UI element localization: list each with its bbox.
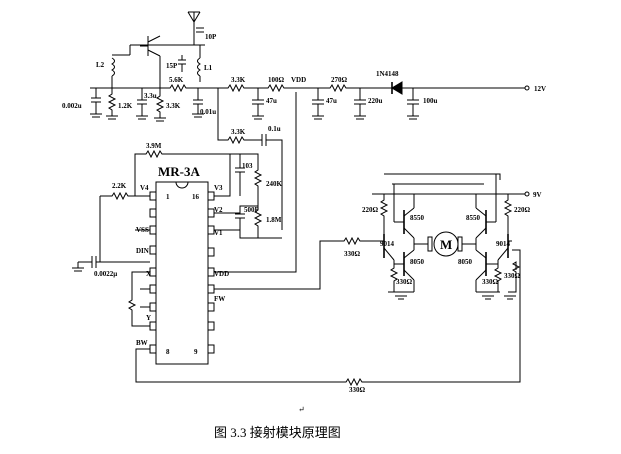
label-33k-b: 3.3K: [231, 128, 246, 136]
h-bridge-driver: 9V 220Ω 220Ω 8550 8550: [362, 173, 542, 300]
ic-pin8: 8: [166, 348, 170, 356]
capacitor-001u: [192, 88, 204, 118]
label-8050-r: 8050: [458, 258, 473, 266]
label-15p: 15P: [166, 62, 178, 70]
label-r330-er: 330Ω: [482, 278, 499, 286]
label-9014-l: 9014: [380, 240, 395, 248]
label-47u-b: 47u: [326, 97, 337, 105]
inductor-l2: [111, 54, 130, 88]
label-12v: 12V: [534, 85, 546, 93]
label-r330-in: 330Ω: [344, 250, 361, 258]
resistor-33k-a: [154, 88, 166, 122]
pin-label-bw: BW: [136, 339, 148, 347]
label-18m: 1.8M: [266, 216, 282, 224]
label-0002u: 0.002u: [62, 102, 82, 110]
pin-label-v1: V1: [214, 229, 223, 237]
pin-label-vdd: VDD: [214, 270, 229, 278]
label-33k-a: 3.3K: [166, 102, 181, 110]
label-33u: 3.3u: [144, 92, 157, 100]
label-9v: 9V: [533, 191, 542, 199]
label-01u-b: 0.1u: [268, 125, 281, 133]
resistor-18m: [253, 206, 263, 238]
pin-label-v2: V2: [214, 206, 223, 214]
label-9014-r: 9014: [496, 240, 511, 248]
label-47u-a: 47u: [266, 97, 277, 105]
rf-section: 10P L2 L1 15P: [62, 11, 546, 122]
terminal-12v: [524, 85, 530, 91]
label-240k: 240K: [266, 180, 283, 188]
label-l1: L1: [204, 64, 213, 72]
label-r330-r2: 330Ω: [504, 272, 521, 280]
ic-pin9: 9: [194, 348, 198, 356]
label-33k-c: 3.3K: [231, 76, 246, 84]
ic-pin16: 16: [192, 193, 200, 201]
resistor-240k: [240, 153, 263, 206]
transistor-9014-left: [380, 234, 395, 264]
label-r220-l: 220Ω: [362, 206, 379, 214]
transistor-8550-left: [393, 184, 415, 239]
label-8550-r: 8550: [466, 214, 481, 222]
pin-label-v3: V3: [214, 184, 223, 192]
label-r100: 100Ω: [268, 76, 285, 84]
label-l2: L2: [96, 61, 105, 69]
figure-caption: 图 3.3 接射模块原理图: [214, 425, 341, 440]
capacitor-103: [235, 154, 245, 196]
transistor-8050-right: [475, 244, 498, 292]
diode-1n4148: [380, 81, 525, 95]
label-22k: 2.2K: [112, 182, 127, 190]
oscillator-transistor: [140, 35, 161, 57]
resistor-12k: [106, 88, 118, 120]
label-12k: 1.2K: [118, 102, 133, 110]
label-r56k: 5.6K: [169, 76, 184, 84]
paragraph-mark: ↵: [298, 405, 305, 414]
label-r330-el: 330Ω: [396, 278, 413, 286]
transistor-9014-right: [497, 234, 512, 264]
label-r330-bot: 330Ω: [349, 386, 366, 394]
capacitor-500p: [235, 206, 245, 230]
label-r270: 270Ω: [331, 76, 348, 84]
capacitor-47u-b: [312, 88, 324, 120]
pin-label-din: DIN: [136, 247, 149, 255]
inductor-l1: [197, 45, 201, 82]
pin-label-x: X: [146, 270, 151, 278]
capacitor-15p: [178, 55, 186, 72]
label-r220-r: 220Ω: [514, 206, 531, 214]
ic-wiring: 3.9M 2.2K 0.0022μ 330Ω 3.3K 0.1u: [72, 88, 521, 394]
pin-label-y: Y: [146, 314, 151, 322]
antenna-symbol: [187, 11, 201, 40]
label-100u: 100u: [423, 97, 438, 105]
label-001u: 0.01u: [200, 108, 216, 116]
capacitor-33u: [136, 88, 148, 120]
label-8550-l: 8550: [410, 214, 425, 222]
label-39m: 3.9M: [146, 142, 162, 150]
capacitor-0002u: [90, 88, 102, 118]
capacitor-100u: [407, 88, 419, 120]
transistor-8550-right: [475, 174, 497, 239]
label-1n4148: 1N4148: [376, 70, 399, 78]
ic-name: MR-3A: [158, 164, 200, 179]
label-103: 103: [242, 162, 253, 170]
label-500p: 500P: [244, 206, 260, 214]
transistor-8050-left: [394, 244, 415, 292]
pin-label-fw: FW: [214, 295, 225, 303]
label-8050-l: 8050: [410, 258, 425, 266]
capacitor-220u: [354, 88, 366, 120]
capacitor-47u-a: [252, 88, 264, 120]
label-220u: 220u: [368, 97, 383, 105]
ic-pin1: 1: [166, 193, 170, 201]
ic-mr3a: MR-3A 1 16 8 9 V4 V3: [136, 164, 229, 365]
capacitor-10p: [193, 27, 204, 45]
pin-label-v4: V4: [140, 184, 149, 192]
label-vdd-top: VDD: [291, 76, 306, 84]
label-00022: 0.0022μ: [94, 270, 117, 278]
terminal-9v: [524, 191, 530, 197]
label-10p: 10P: [205, 33, 217, 41]
motor-label: M: [440, 237, 452, 252]
